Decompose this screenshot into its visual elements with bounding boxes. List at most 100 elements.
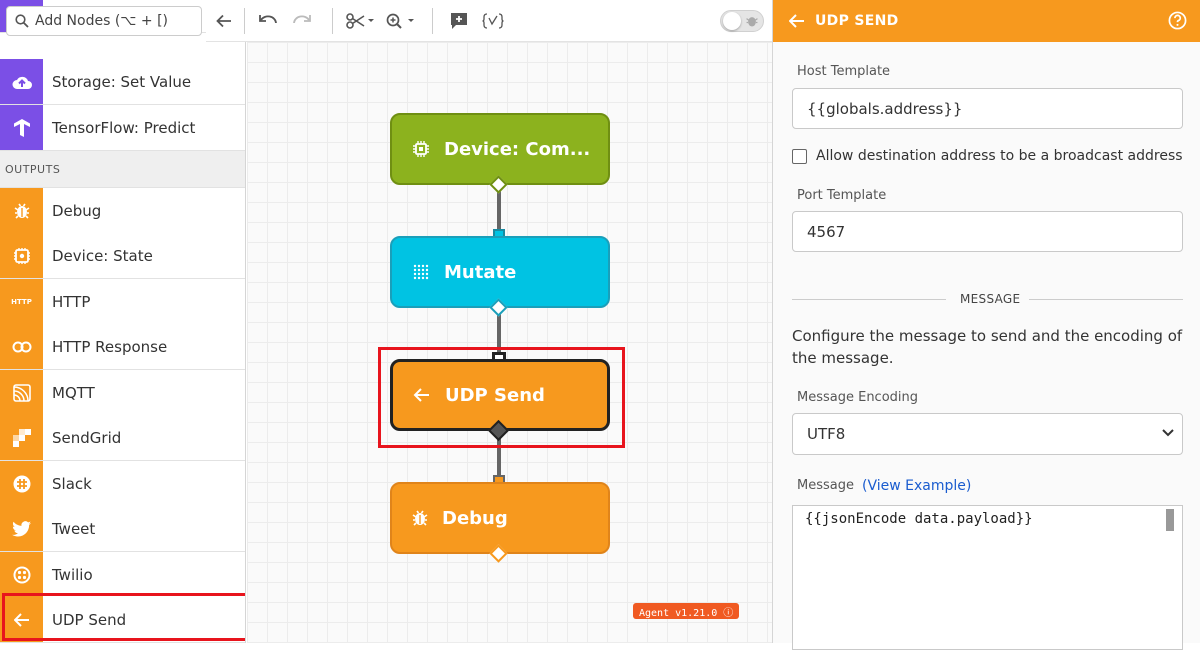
bug-icon — [0, 188, 43, 233]
toolbar-divider — [244, 8, 245, 34]
section-outputs: OUTPUTS — [0, 151, 245, 188]
node-properties-panel: UDP SEND Host Template {{globals.address… — [772, 0, 1200, 650]
palette-item-label: Twilio — [52, 565, 93, 584]
workflow-canvas[interactable]: Device: Com... Mutate UDP Send Debug Age… — [247, 42, 772, 643]
broadcast-checkbox-row[interactable]: Allow destination address to be a broadc… — [792, 148, 1183, 164]
node-device-command[interactable]: Device: Com... — [390, 113, 610, 185]
redo-button[interactable] — [292, 9, 312, 33]
message-section-title: MESSAGE — [960, 292, 1021, 306]
add-comment-icon — [451, 13, 467, 29]
add-comment-button[interactable] — [450, 9, 468, 33]
back-button[interactable] — [216, 9, 232, 33]
bug-icon — [746, 17, 758, 27]
zoom-icon — [386, 13, 414, 29]
encoding-value: UTF8 — [807, 425, 846, 443]
search-placeholder: Add Nodes (⌥ + [) — [35, 13, 168, 29]
palette-item-label: Slack — [52, 474, 92, 493]
palette-item-label: TensorFlow: Predict — [52, 118, 196, 137]
host-template-input[interactable]: {{globals.address}} — [792, 88, 1183, 129]
divider-line — [792, 299, 946, 300]
node-label: UDP Send — [445, 384, 545, 406]
broadcast-checkbox[interactable] — [792, 148, 807, 164]
palette-item-slack[interactable]: Slack — [0, 461, 245, 507]
node-label: Mutate — [444, 261, 517, 283]
palette-item-device-state[interactable]: Device: State — [0, 233, 245, 279]
arrow-left-icon — [413, 388, 429, 402]
undo-button[interactable] — [258, 9, 278, 33]
toolbar-divider — [332, 8, 333, 34]
palette-item-label: MQTT — [52, 383, 95, 402]
cut-menu-button[interactable] — [346, 9, 376, 33]
node-palette: Storage: Set Value TensorFlow: Predict O… — [0, 0, 246, 643]
host-template-label: Host Template — [797, 64, 891, 79]
view-example-link[interactable]: (View Example) — [862, 478, 972, 494]
toolbar — [206, 0, 772, 42]
scissors-icon — [346, 13, 374, 29]
node-selection-highlight — [378, 347, 625, 448]
palette-item-label: HTTP — [52, 292, 91, 311]
palette-item-label: Debug — [52, 201, 102, 220]
node-udp-send[interactable]: UDP Send — [390, 359, 610, 431]
zoom-menu-button[interactable] — [386, 9, 418, 33]
twitter-icon — [0, 506, 43, 551]
search-icon — [15, 14, 29, 28]
variables-icon — [482, 13, 504, 29]
palette-item-twilio[interactable]: Twilio — [0, 552, 245, 598]
help-icon[interactable] — [1168, 11, 1187, 30]
debug-toggle[interactable] — [720, 10, 764, 32]
node-debug[interactable]: Debug — [390, 482, 610, 554]
divider-line — [1029, 299, 1183, 300]
editor-scrollbar[interactable] — [1166, 509, 1174, 531]
rss-icon — [0, 370, 43, 415]
cloud-upload-icon — [0, 59, 43, 104]
broadcast-label: Allow destination address to be a broadc… — [816, 148, 1183, 164]
palette-item-storage-set-value[interactable]: Storage: Set Value — [0, 59, 245, 105]
message-editor[interactable]: {{jsonEncode data.payload}} — [792, 505, 1183, 650]
node-mutate[interactable]: Mutate — [390, 236, 610, 308]
palette-item-udp-send[interactable]: UDP Send — [0, 597, 245, 643]
panel-header: UDP SEND — [773, 0, 1200, 42]
encoding-select[interactable]: UTF8 — [792, 413, 1183, 455]
redo-icon — [293, 15, 311, 24]
http-icon: HTTP — [0, 279, 43, 324]
slack-icon — [0, 461, 43, 506]
port-template-label: Port Template — [797, 188, 887, 203]
version-badge[interactable]: Agent v1.21.0 ⓘ — [633, 603, 740, 619]
chevron-down-icon — [1162, 429, 1174, 437]
palette-item-tensorflow-predict[interactable]: TensorFlow: Predict — [0, 105, 245, 151]
arrow-left-icon — [789, 14, 804, 28]
message-section-divider: MESSAGE — [792, 292, 1183, 306]
palette-item-label: Device: State — [52, 246, 153, 265]
encoding-label: Message Encoding — [797, 390, 919, 405]
palette-item-label: UDP Send — [52, 610, 127, 629]
node-label: Debug — [442, 507, 508, 529]
toggle-knob — [723, 12, 741, 30]
message-description: Configure the message to send and the en… — [792, 327, 1183, 367]
message-code: {{jsonEncode data.payload}} — [805, 511, 1033, 527]
port-template-input[interactable]: 4567 — [792, 211, 1183, 252]
connection-wire — [497, 308, 501, 354]
link-icon — [0, 324, 43, 369]
palette-item-label: Tweet — [52, 519, 96, 538]
palette-item-label: Storage: Set Value — [52, 72, 192, 91]
toolbar-divider — [432, 8, 433, 34]
connection-wire — [497, 185, 501, 231]
palette-item-sendgrid[interactable]: SendGrid — [0, 415, 245, 461]
chip-icon — [413, 141, 429, 157]
palette-item-mqtt[interactable]: MQTT — [0, 370, 245, 416]
palette-item-label: HTTP Response — [52, 337, 168, 356]
palette-item-debug[interactable]: Debug — [0, 188, 245, 234]
undo-icon — [259, 15, 277, 24]
variables-button[interactable] — [482, 9, 504, 33]
arrow-left-icon — [216, 14, 231, 28]
palette-item-label: SendGrid — [52, 428, 122, 447]
tensorflow-icon — [0, 105, 43, 150]
bug-icon — [412, 510, 428, 526]
palette-item-http[interactable]: HTTP HTTP — [0, 279, 245, 325]
connection-wire — [497, 431, 501, 477]
palette-item-http-response[interactable]: HTTP Response — [0, 324, 245, 370]
node-label: Device: Com... — [444, 138, 591, 160]
palette-item-tweet[interactable]: Tweet — [0, 506, 245, 552]
dots-grid-icon — [413, 264, 429, 280]
search-input[interactable]: Add Nodes (⌥ + [) — [6, 6, 202, 36]
